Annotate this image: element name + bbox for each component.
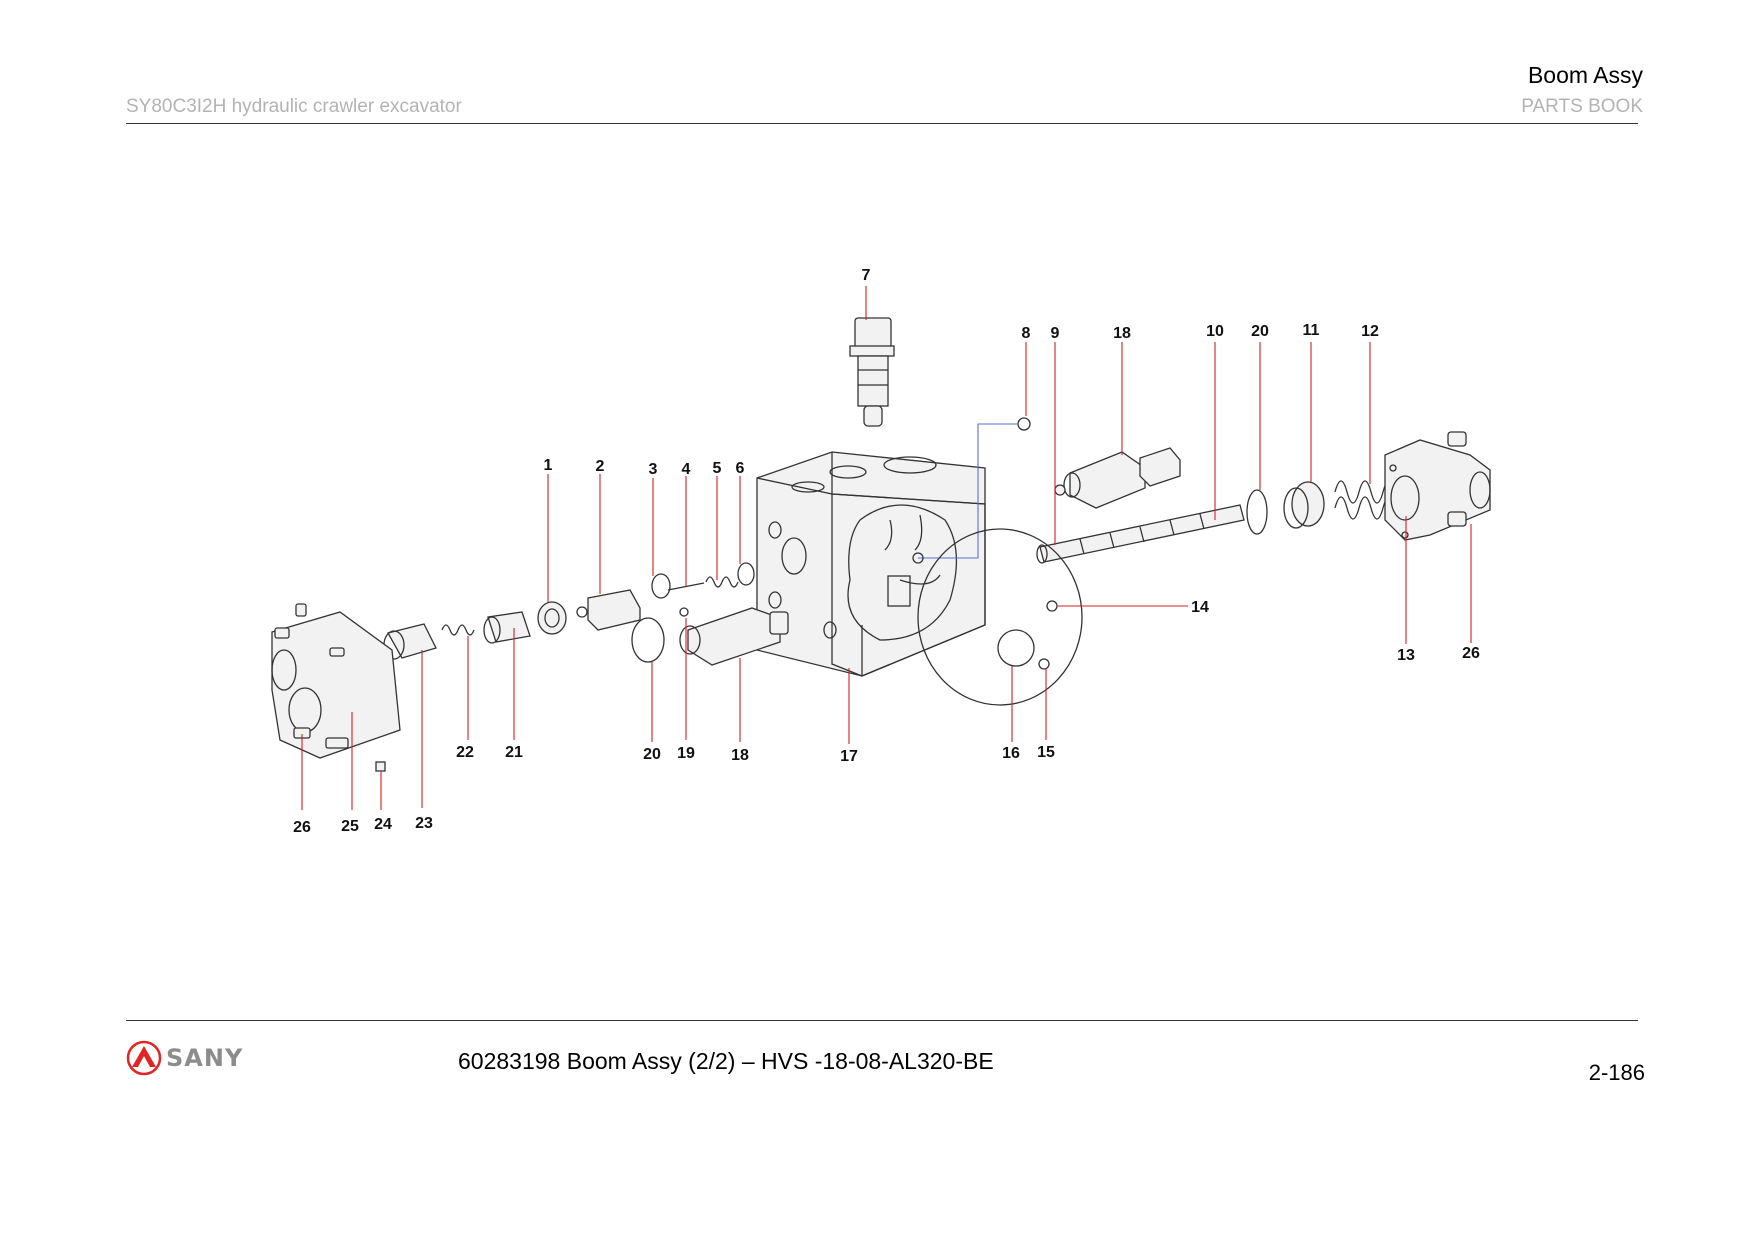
header-divider (126, 123, 1638, 124)
o-ring-19 (679, 607, 689, 617)
callout-11: 11 (1303, 322, 1320, 339)
o-ring-15 (1038, 658, 1050, 670)
cap-23 (383, 623, 437, 660)
leader-lines (301, 286, 1472, 810)
callout-15: 15 (1037, 744, 1055, 761)
plug-24 (375, 761, 386, 772)
sany-logo-icon (126, 1040, 162, 1076)
page-title: Boom Assy (1527, 62, 1643, 88)
callout-22: 22 (456, 744, 474, 761)
spring-22 (441, 624, 475, 636)
spring-seat-11 (1283, 481, 1325, 529)
callout-21: 21 (505, 744, 523, 761)
callout-13: 13 (1397, 647, 1415, 664)
callout-4: 4 (682, 461, 691, 478)
callout-3: 3 (649, 461, 658, 478)
callout-20-upper: 20 (1251, 323, 1269, 340)
callout-24: 24 (374, 816, 392, 833)
callout-25: 25 (341, 818, 359, 835)
spool (1036, 504, 1245, 564)
callout-20-lower: 20 (643, 746, 661, 763)
callout-14: 14 (1191, 599, 1209, 616)
callout-26-left: 26 (293, 819, 311, 836)
callout-12: 12 (1361, 323, 1379, 340)
callout-17: 17 (840, 748, 858, 765)
page-number: 2-186 (1588, 1060, 1645, 1085)
callout-18-lower: 18 (731, 747, 749, 764)
callout-23: 23 (415, 815, 433, 832)
right-cover (1384, 431, 1491, 541)
left-cover (271, 611, 401, 759)
gasket-16 (917, 528, 1083, 706)
o-ring-20-lower (631, 617, 665, 663)
callout-9: 9 (1051, 325, 1060, 342)
sleeve-21 (483, 611, 531, 644)
connector-line (918, 423, 1018, 559)
callout-2: 2 (596, 458, 605, 475)
callout-1: 1 (544, 457, 553, 474)
callout-16: 16 (1002, 745, 1020, 762)
footer-divider (126, 1020, 1638, 1021)
callout-8: 8 (1022, 325, 1031, 342)
o-ring-3 (651, 573, 671, 599)
o-ring-6 (737, 562, 755, 586)
pin-4 (667, 582, 705, 591)
callout-10: 10 (1206, 323, 1224, 340)
callout-7: 7 (862, 267, 871, 284)
spring-5 (705, 576, 739, 588)
callout-26-right: 26 (1462, 645, 1480, 662)
brand-wordmark: SANY (166, 1044, 244, 1072)
sany-logo: SANY (126, 1040, 243, 1076)
book-name: PARTS BOOK (1521, 96, 1643, 117)
o-ring-14 (1046, 600, 1058, 612)
o-ring-20-upper (1246, 489, 1268, 535)
o-ring-8 (1017, 417, 1031, 431)
drawing-caption: 60283198 Boom Assy (2/2) – HVS -18-08-AL… (458, 1048, 994, 1074)
model-name: SY80C3I2H hydraulic crawler excavator (126, 96, 462, 117)
callout-6: 6 (736, 460, 745, 477)
callout-5: 5 (713, 460, 722, 477)
callout-19: 19 (677, 745, 695, 762)
screws-26-left (274, 603, 349, 749)
valve-cartridge-lower (679, 607, 789, 666)
callout-18-upper: 18 (1113, 325, 1131, 342)
valve-block (756, 451, 986, 677)
plunger-2 (576, 589, 641, 631)
piston-1 (537, 601, 567, 635)
callout-labels: 7 8 9 18 10 20 11 12 1 2 3 4 5 6 14 13 2… (293, 267, 1480, 836)
valve-cartridge-upper (1054, 447, 1181, 509)
relief-valve-top (849, 317, 895, 427)
